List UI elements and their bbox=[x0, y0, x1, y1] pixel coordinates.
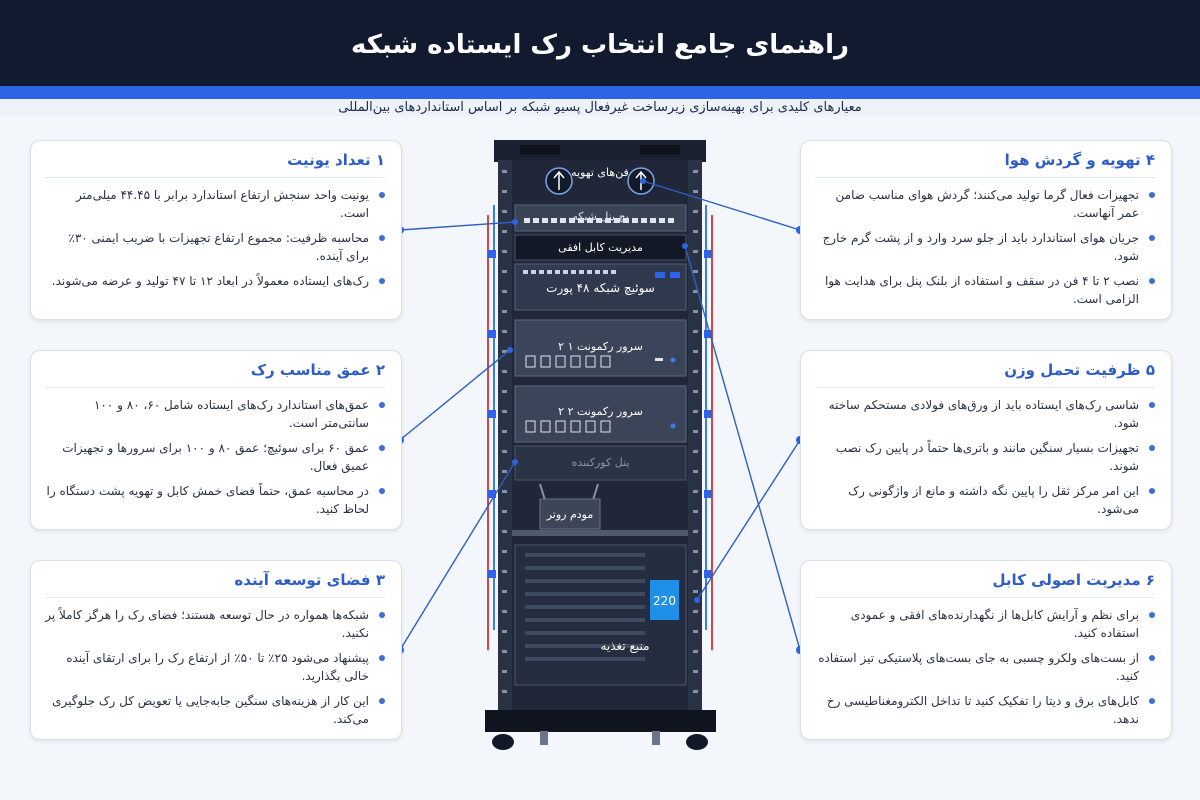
card-cabling-bullet: از بست‌های ولکرو چسبی به جای بست‌های پلا… bbox=[815, 649, 1155, 685]
fans-label: فن‌های تهویه bbox=[571, 166, 629, 179]
card-weight-bullet: تجهیزات بسیار سنگین مانند و باتری‌ها حتم… bbox=[815, 439, 1155, 475]
card-weight-title: ۵ ظرفیت تحمل وزن bbox=[815, 361, 1155, 388]
page-title: راهنمای جامع انتخاب رک ایستاده شبکه bbox=[351, 30, 849, 60]
card-cooling-bullet: تجهیزات فعال گرما تولید می‌کنند؛ گردش هو… bbox=[815, 186, 1155, 222]
ups-label: منبع تغذیه bbox=[600, 639, 650, 653]
card-units: ۱ تعداد یونیت یونیت واحد سنجش ارتفاع است… bbox=[30, 140, 402, 320]
rack-rail-left bbox=[498, 160, 512, 712]
page-subtitle: معیارهای کلیدی برای بهینه‌سازی زیرساخت غ… bbox=[0, 99, 1200, 116]
card-cabling-bullet: برای نظم و آرایش کابل‌ها از نگهدارنده‌ها… bbox=[815, 606, 1155, 642]
card-expansion-bullet: پیشنهاد می‌شود ۲۵٪ تا ۵۰٪ از ارتفاع رک ر… bbox=[45, 649, 385, 685]
card-units-bullet: محاسبه ظرفیت: مجموع ارتفاع تجهیزات با ضر… bbox=[45, 229, 385, 265]
caster-left bbox=[492, 734, 514, 750]
card-cooling-bullet: جریان هوای استاندارد باید از جلو سرد وار… bbox=[815, 229, 1155, 265]
card-weight-bullet: شاسی رک‌های ایستاده باید از ورق‌های فولا… bbox=[815, 396, 1155, 432]
card-cooling-title: ۴ تهویه و گردش هوا bbox=[815, 151, 1155, 178]
card-depth: ۲ عمق مناسب رک عمق‌های استاندارد رک‌های … bbox=[30, 350, 402, 530]
caster-right bbox=[686, 734, 708, 750]
card-units-bullet: رک‌های ایستاده معمولاً در ابعاد ۱۲ تا ۴۷… bbox=[45, 272, 385, 290]
card-cabling-bullet: کابل‌های برق و دیتا را تفکیک کنید تا تدا… bbox=[815, 692, 1155, 728]
card-expansion-bullet: شبکه‌ها همواره در حال توسعه هستند؛ فضای … bbox=[45, 606, 385, 642]
patch-panel-label: پچ پنل شبکه bbox=[572, 210, 629, 223]
switch-label: سوئیچ شبکه ۴۸ پورت bbox=[546, 281, 655, 295]
modem-label: مودم روتر bbox=[546, 508, 594, 521]
server-1-label: سرور رکمونت ۱ ۲ bbox=[558, 340, 643, 353]
card-depth-title: ۲ عمق مناسب رک bbox=[45, 361, 385, 388]
server-2-label: سرور رکمونت ۲ ۲ bbox=[558, 405, 643, 418]
card-units-bullet: یونیت واحد سنجش ارتفاع استاندارد برابر ب… bbox=[45, 186, 385, 222]
rack-server-2 bbox=[514, 385, 687, 443]
cable-management-panel bbox=[514, 234, 687, 261]
ups-display-value: 220 bbox=[653, 594, 676, 608]
card-cabling-title: ۶ مدیریت اصولی کابل bbox=[815, 571, 1155, 598]
card-depth-bullet: در محاسبه عمق، حتماً فضای خمش کابل و تهو… bbox=[45, 482, 385, 518]
modem-router bbox=[539, 498, 601, 530]
blank-panel bbox=[514, 445, 687, 481]
card-units-title: ۱ تعداد یونیت bbox=[45, 151, 385, 178]
card-expansion: ۳ فضای توسعه آینده شبکه‌ها همواره در حال… bbox=[30, 560, 402, 740]
card-cabling: ۶ مدیریت اصولی کابل برای نظم و آرایش کاب… bbox=[800, 560, 1172, 740]
header-bar bbox=[0, 0, 1200, 86]
card-weight: ۵ ظرفیت تحمل وزن شاسی رک‌های ایستاده بای… bbox=[800, 350, 1172, 530]
cable-management-label: مدیریت کابل افقی bbox=[558, 241, 643, 254]
card-cooling: ۴ تهویه و گردش هوا تجهیزات فعال گرما تول… bbox=[800, 140, 1172, 320]
card-depth-bullet: عمق‌های استاندارد رک‌های ایستاده شامل ۶۰… bbox=[45, 396, 385, 432]
rack-base bbox=[485, 710, 716, 732]
card-expansion-title: ۳ فضای توسعه آینده bbox=[45, 571, 385, 598]
ups-display bbox=[650, 580, 679, 620]
card-weight-bullet: این امر مرکز ثقل را پایین نگه داشته و ما… bbox=[815, 482, 1155, 518]
card-expansion-bullet: این کار از هزینه‌های سنگین جابه‌جایی یا … bbox=[45, 692, 385, 728]
blank-panel-label: پنل کورکننده bbox=[571, 456, 630, 469]
card-depth-bullet: عمق ۶۰ برای سوئیچ؛ عمق ۸۰ و ۱۰۰ برای سرو… bbox=[45, 439, 385, 475]
rack-rail-right bbox=[688, 160, 702, 712]
card-cooling-bullet: نصب ۲ تا ۴ فن در سقف و استفاده از بلنک پ… bbox=[815, 272, 1155, 308]
